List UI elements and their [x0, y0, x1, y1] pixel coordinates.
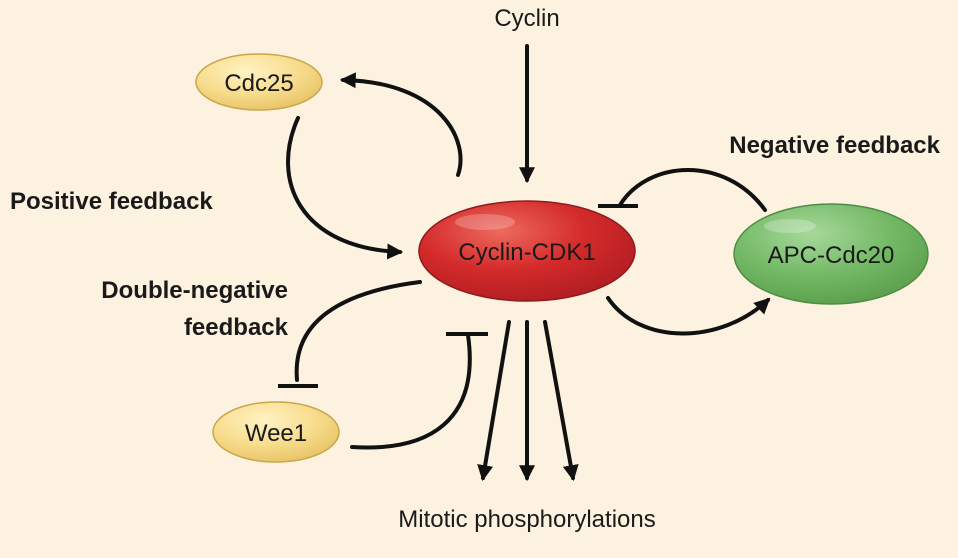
cdk1-to-apc-arrow	[606, 296, 771, 336]
cyclin-cdk1-label: Cyclin-CDK1	[458, 239, 595, 266]
output-arrow-right	[543, 320, 579, 482]
wee1-node: Wee1	[212, 401, 340, 463]
negative-feedback-label: Negative feedback	[729, 132, 940, 159]
cdk1-inhibits-wee1-line	[294, 280, 422, 382]
apc-cdc20-label: APC-Cdc20	[768, 242, 895, 269]
wee1-inhibits-cdk1-line	[350, 333, 472, 450]
apc-inhibits-cdk1-line	[618, 168, 767, 212]
cdc25-label: Cdc25	[224, 70, 293, 97]
wee1-label: Wee1	[245, 420, 307, 447]
double-negative-label-line1: Double-negative	[101, 277, 288, 304]
cdc25-to-cdk1-arrow	[286, 116, 404, 260]
cyclin-label: Cyclin	[494, 5, 559, 32]
cdc25-node: Cdc25	[195, 53, 323, 111]
positive-feedback-label: Positive feedback	[10, 188, 213, 215]
apc-cdc20-node: APC-Cdc20	[733, 203, 929, 305]
output-arrow-left	[477, 320, 511, 482]
cyclin-cdk1-node: Cyclin-CDK1	[418, 200, 636, 302]
double-negative-label-line2: feedback	[184, 314, 289, 341]
mitotic-phosphorylations-label: Mitotic phosphorylations	[398, 506, 655, 533]
cdk1-to-cdc25-arrow	[339, 72, 463, 177]
